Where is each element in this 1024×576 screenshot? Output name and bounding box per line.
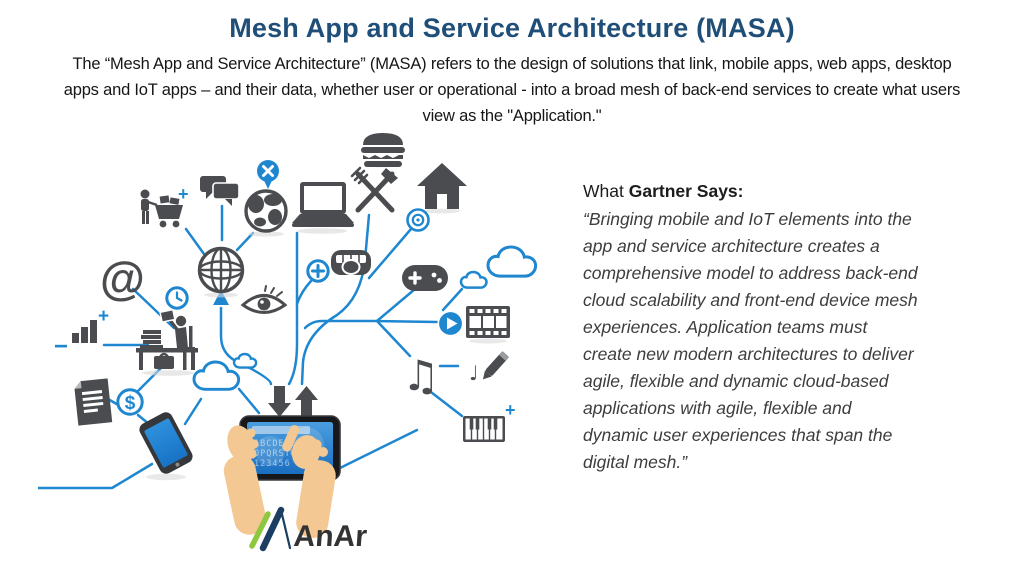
intro-paragraph: The “Mesh App and Service Architecture” … — [63, 55, 961, 125]
wireframe-globe-icon — [197, 246, 245, 294]
tablet-screen-row-2: OPQRSTU — [254, 449, 297, 459]
person-at-desk-icon — [136, 308, 198, 370]
cloud-small-icon — [232, 352, 258, 369]
logo-green-stroke — [249, 511, 271, 549]
chat-bubbles-icon — [200, 176, 240, 206]
gartner-quote-block: What Gartner Says: “Bringing mobile and … — [583, 181, 1003, 476]
page-title: Mesh App and Service Architecture (MASA) — [229, 13, 795, 43]
gartner-quote-text: “Bringing mobile and IoT elements into t… — [583, 209, 918, 472]
document-icon — [74, 378, 113, 426]
cloud-icon — [192, 360, 241, 391]
svg-text:♩: ♩ — [469, 361, 478, 385]
at-symbol-icon: @ — [100, 252, 145, 304]
utensils-icon — [350, 166, 398, 213]
cloud-right-small-icon — [459, 270, 488, 289]
eye-icon — [240, 285, 288, 314]
play-button-icon — [437, 310, 464, 337]
logo-navy-stroke — [259, 506, 285, 552]
film-strip-icon — [466, 306, 510, 338]
gartner-heading: What Gartner Says: — [583, 181, 1003, 202]
svg-text:−: − — [54, 333, 68, 360]
gartner-heading-emphasis: Gartner Says: — [628, 181, 744, 201]
mouth-tongue-icon — [331, 250, 371, 275]
svg-text:+: + — [178, 184, 189, 204]
down-up-arrows-icon — [268, 386, 318, 417]
plus-circle-icon — [306, 259, 330, 283]
laptop-icon — [292, 182, 354, 227]
clock-icon — [165, 286, 189, 310]
svg-text:$: $ — [125, 393, 136, 414]
earth-globe-icon — [244, 189, 288, 233]
target-icon — [406, 208, 430, 232]
piano-keyboard-icon: + — [463, 400, 516, 442]
tablet-screen-row-1: ABCDEFG — [254, 439, 297, 449]
house-icon — [417, 163, 467, 209]
cloud-right-icon — [486, 245, 538, 278]
gartner-heading-prefix: What — [583, 181, 629, 201]
gamepad-icon — [402, 265, 448, 291]
burger-icon — [361, 133, 405, 167]
tablet-screen-row-3: 123456 — [254, 459, 291, 469]
anar-logo: AnAr — [249, 506, 369, 553]
mesh-lines — [36, 204, 464, 490]
logo-navy-thin-stroke — [279, 508, 292, 550]
up-arrowhead-to-globe — [213, 290, 229, 305]
svg-text:+: + — [98, 306, 109, 327]
bar-chart-icon: + − — [54, 306, 109, 360]
shopping-cart-icon: + — [140, 184, 189, 228]
pencil-note-icon: ♩ — [469, 351, 510, 385]
music-notes-icon: ♫ — [402, 351, 440, 400]
hands — [223, 425, 336, 538]
x-map-pin-icon — [257, 160, 279, 189]
logo-text: AnAr — [293, 520, 369, 553]
smartphone-icon — [139, 412, 193, 474]
dollar-circle-icon: $ — [116, 388, 144, 416]
mesh-illustration: + — [36, 132, 598, 572]
svg-text:+: + — [505, 400, 516, 420]
